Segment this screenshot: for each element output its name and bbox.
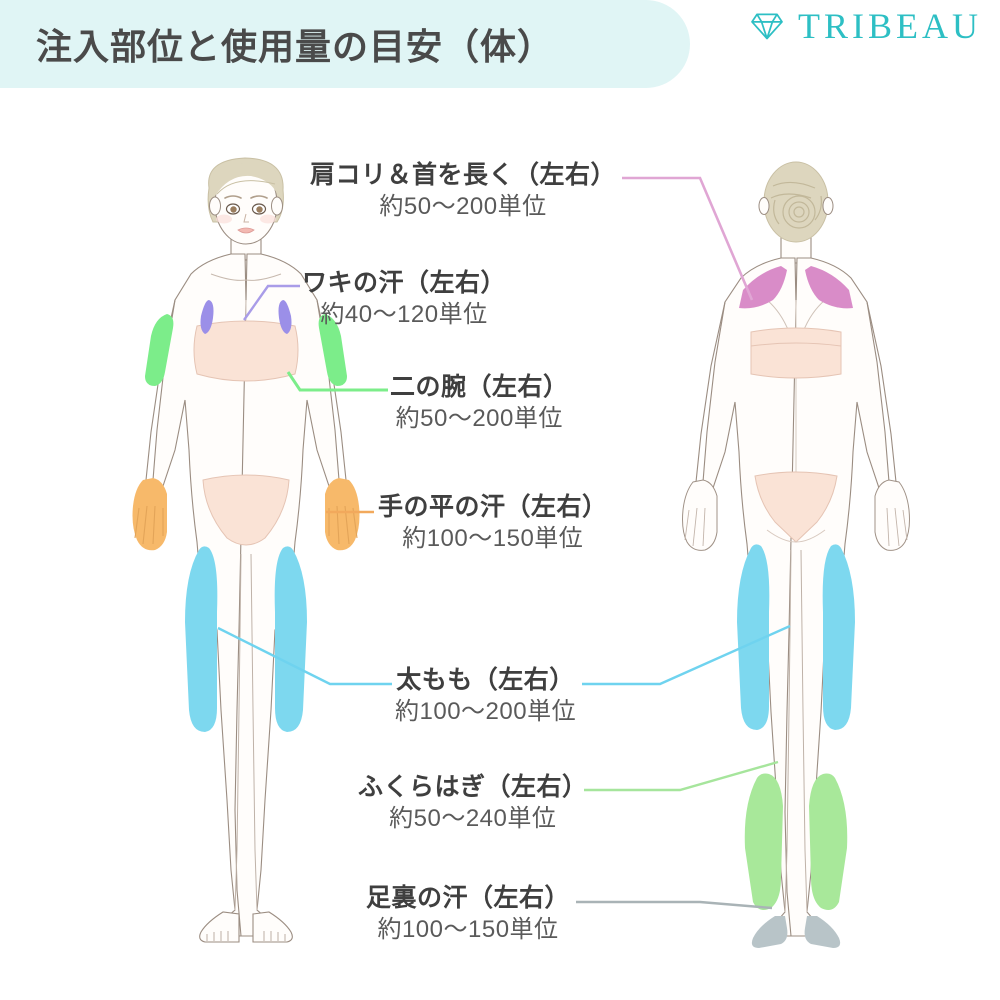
callout-sole-title: 足裏の汗（左右） bbox=[366, 884, 571, 912]
ear-back-left bbox=[758, 197, 770, 215]
callout-shoulder-dose: 約50〜200単位 bbox=[379, 193, 547, 221]
ear-back-right bbox=[822, 197, 834, 215]
marker-upperarm-right bbox=[318, 314, 347, 386]
ear-right bbox=[271, 196, 283, 216]
callout-calf-dose: 約50〜240単位 bbox=[389, 805, 557, 833]
bandeau-back bbox=[750, 327, 842, 379]
marker-hand-left bbox=[132, 478, 167, 551]
callout-sole-dose: 約100〜150単位 bbox=[377, 916, 559, 944]
callout-sole: 足裏の汗（左右） 約100〜150単位 bbox=[366, 883, 570, 945]
callout-shoulder-title: 肩コリ＆首を長く（左右） bbox=[310, 161, 617, 189]
hand-back-right bbox=[874, 479, 910, 551]
callout-calf: ふくらはぎ（左右） 約50〜240単位 bbox=[358, 772, 588, 834]
marker-thigh-back-left bbox=[737, 544, 770, 730]
marker-sole-right bbox=[804, 916, 841, 948]
brand-name: TRIBEAU bbox=[798, 6, 982, 46]
blush-left bbox=[216, 214, 232, 224]
foot-left bbox=[199, 911, 240, 943]
callout-calf-title: ふくらはぎ（左右） bbox=[358, 773, 588, 801]
nose bbox=[243, 213, 249, 223]
callout-armpit-dose: 約40〜120単位 bbox=[320, 301, 488, 329]
hair-fringe bbox=[215, 163, 278, 196]
lips bbox=[237, 227, 255, 234]
gluteal-fold bbox=[766, 529, 826, 543]
callout-upperarm: 二の腕（左右） 約50〜200単位 bbox=[390, 372, 569, 434]
marker-armpit-left bbox=[200, 300, 214, 334]
hair-bun bbox=[770, 181, 822, 229]
marker-thigh-back-right bbox=[822, 544, 855, 730]
eyebrow-right bbox=[250, 195, 268, 199]
hand-back-left bbox=[682, 479, 718, 551]
foot-right bbox=[252, 911, 293, 943]
arm-back-left bbox=[695, 301, 726, 483]
bandeau-top bbox=[193, 320, 299, 382]
front-body-figure bbox=[105, 150, 385, 950]
callout-armpit: ワキの汗（左右） 約40〜120単位 bbox=[302, 268, 506, 330]
collarbone-line bbox=[210, 273, 282, 281]
marker-calf-left bbox=[744, 773, 783, 910]
finger-lines-left bbox=[134, 505, 164, 545]
header-banner: 注入部位と使用量の目安（体） bbox=[0, 0, 690, 88]
marker-calf-right bbox=[809, 773, 848, 910]
diamond-icon bbox=[751, 13, 783, 40]
callout-thigh-dose: 約100〜200単位 bbox=[395, 698, 577, 726]
callout-thigh: 太もも（左右） 約100〜200単位 bbox=[395, 665, 576, 727]
brand-logo: TRIBEAU bbox=[750, 8, 982, 44]
ear-left bbox=[209, 196, 221, 216]
marker-upperarm-left bbox=[145, 314, 174, 386]
toe-lines bbox=[206, 931, 286, 941]
page-title: 注入部位と使用量の目安（体） bbox=[36, 26, 555, 67]
iris-right bbox=[256, 206, 263, 213]
brief bbox=[202, 474, 290, 546]
brief-back bbox=[754, 471, 838, 543]
marker-thigh-right bbox=[274, 546, 307, 732]
finger-lines-back-left bbox=[684, 507, 706, 547]
callout-shoulder: 肩コリ＆首を長く（左右） 約50〜200単位 bbox=[310, 160, 616, 222]
bandeau-back-seam bbox=[750, 342, 842, 347]
finger-lines-back-right bbox=[886, 507, 908, 547]
blush-right bbox=[260, 214, 276, 224]
leg-gap-back-right bbox=[800, 549, 808, 913]
marker-sole-left bbox=[751, 916, 788, 948]
callout-upperarm-title: 二の腕（左右） bbox=[390, 373, 569, 401]
marker-thigh-left bbox=[185, 546, 218, 732]
iris-left bbox=[230, 206, 237, 213]
hair-strand bbox=[216, 180, 276, 195]
back-body-figure bbox=[655, 150, 935, 950]
arm-back-right bbox=[866, 301, 897, 483]
callout-palm: 手の平の汗（左右） 約100〜150単位 bbox=[378, 492, 608, 554]
callout-armpit-title: ワキの汗（左右） bbox=[302, 269, 507, 297]
callout-thigh-title: 太もも（左右） bbox=[396, 666, 575, 694]
callout-palm-title: 手の平の汗（左右） bbox=[378, 493, 608, 521]
marker-shoulder-right bbox=[805, 266, 853, 309]
callout-palm-dose: 約100〜150単位 bbox=[402, 525, 584, 553]
marker-hand-right bbox=[325, 478, 360, 551]
callout-upperarm-dose: 約50〜200単位 bbox=[395, 405, 563, 433]
eyebrow-left bbox=[224, 195, 242, 199]
